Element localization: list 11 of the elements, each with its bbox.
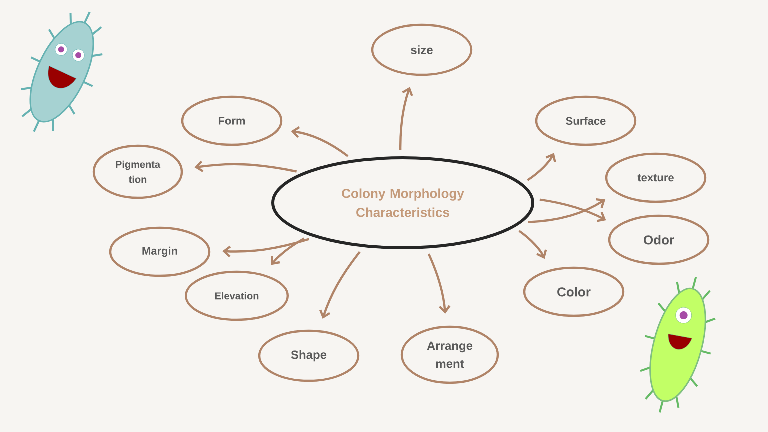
arrow xyxy=(528,198,606,224)
arrow xyxy=(320,251,361,320)
arrow xyxy=(428,254,451,314)
arrow xyxy=(291,126,349,158)
arrow xyxy=(271,238,305,266)
arrow xyxy=(194,160,297,173)
arrow xyxy=(540,198,606,222)
arrow xyxy=(527,153,556,182)
arrow xyxy=(518,230,548,260)
arrow xyxy=(222,238,310,258)
arrow xyxy=(399,87,414,151)
